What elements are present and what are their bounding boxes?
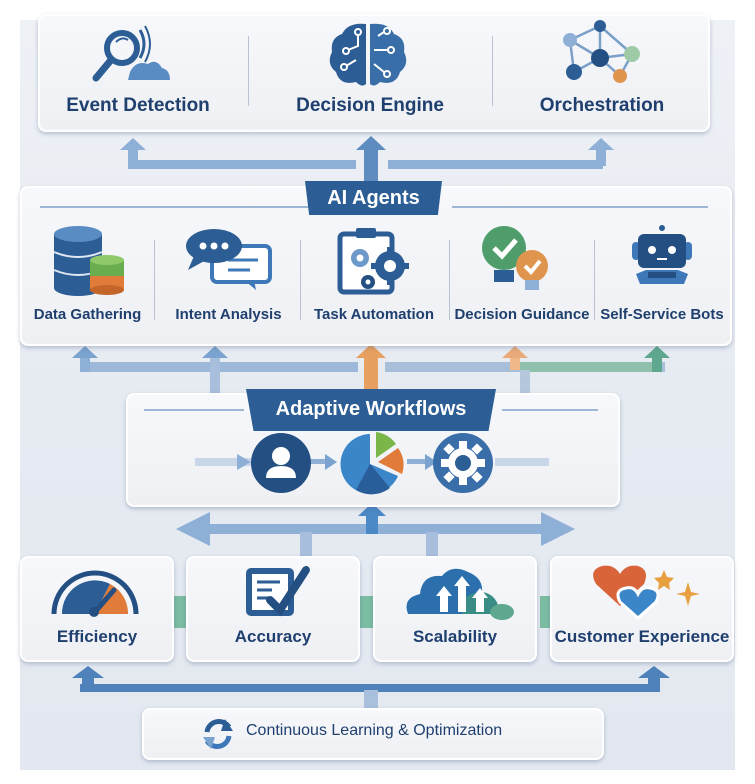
magnifier-cloud-icon bbox=[92, 25, 170, 82]
agent-item-label: Task Automation bbox=[313, 306, 434, 323]
clipboard-gears-icon bbox=[337, 228, 409, 295]
ai-agents-title: AI Agents bbox=[305, 181, 442, 215]
speedometer-icon bbox=[51, 570, 139, 617]
agent-item-label: Intent Analysis bbox=[175, 306, 282, 323]
cloud-arrows-icon bbox=[406, 568, 514, 620]
divider bbox=[449, 240, 450, 320]
agent-item-label: Decision Guidance bbox=[454, 306, 590, 323]
gear-icon bbox=[433, 433, 493, 493]
top-item-label: Decision Engine bbox=[296, 95, 444, 116]
divider-line bbox=[144, 409, 244, 411]
top-item-label: Orchestration bbox=[539, 95, 665, 116]
divider-line bbox=[40, 206, 316, 208]
outcome-label: Efficiency bbox=[56, 627, 138, 646]
connector-to-ai-agents bbox=[72, 344, 670, 400]
divider bbox=[300, 240, 301, 320]
outcome-label: Accuracy bbox=[234, 627, 312, 646]
divider bbox=[492, 36, 493, 106]
divider bbox=[248, 36, 249, 106]
chat-bubbles-icon bbox=[186, 229, 272, 290]
pie-chart-icon bbox=[340, 432, 404, 495]
top-item-label: Event Detection bbox=[66, 95, 210, 116]
outcome-label: Customer Experience bbox=[554, 627, 730, 646]
footer-panel bbox=[142, 708, 604, 760]
divider-line bbox=[452, 206, 708, 208]
brain-circuit-icon bbox=[329, 23, 407, 86]
footer-label: Continuous Learning & Optimization bbox=[246, 722, 503, 739]
outcome-label: Scalability bbox=[412, 627, 498, 646]
agent-item-label: Self-Service Bots bbox=[600, 306, 724, 323]
connector-from-footer bbox=[72, 666, 670, 710]
divider bbox=[594, 240, 595, 320]
connector-from-outcomes bbox=[176, 503, 575, 558]
refresh-cycle-icon[interactable] bbox=[201, 717, 235, 751]
connector-to-top-row bbox=[120, 136, 614, 188]
divider-line bbox=[502, 409, 598, 411]
network-nodes-icon bbox=[563, 20, 640, 83]
divider bbox=[154, 240, 155, 320]
hearts-stars-icon bbox=[593, 565, 700, 621]
robot-icon bbox=[632, 225, 692, 284]
database-icon bbox=[53, 226, 124, 296]
agent-item-label: Data Gathering bbox=[33, 306, 142, 323]
workflow-flow bbox=[195, 454, 549, 470]
checklist-icon bbox=[246, 566, 310, 617]
adaptive-workflows-title: Adaptive Workflows bbox=[246, 389, 496, 431]
lightbulb-check-icon bbox=[482, 226, 548, 290]
user-icon bbox=[251, 433, 311, 493]
link-green-1 bbox=[170, 596, 190, 628]
